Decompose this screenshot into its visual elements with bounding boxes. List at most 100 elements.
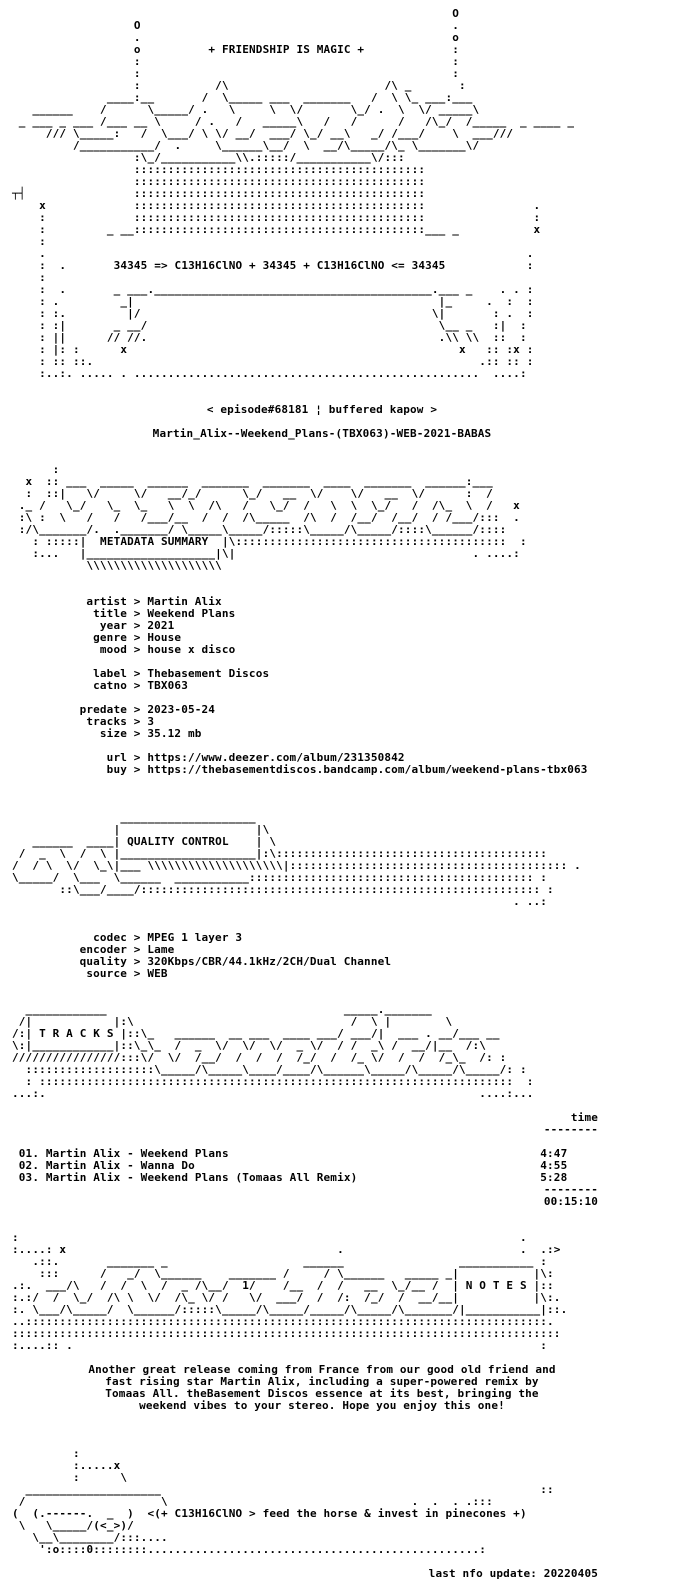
notes-line: fast rising star Martin Alix, including … [105, 1375, 539, 1388]
field-value: 320Kbps/CBR/44.1kHz/2CH/Dual Channel [147, 955, 392, 968]
tracks-art-line: ...:. ....:... [12, 1087, 534, 1100]
field-value: WEB [147, 967, 168, 980]
field-separator: > [127, 727, 148, 740]
header-art-line: ┬┤ :::::::::::::::::::::::::::::::::::::… [12, 187, 426, 200]
field-separator: > [127, 679, 148, 692]
field-encoder: encoder > Lame [12, 944, 680, 956]
header-art-line: : ::::::::::::::::::::::::::::::::::::::… [12, 211, 541, 224]
tracks-art-line: :::::::::::::::::::\_____/\_____\____/__… [12, 1063, 527, 1076]
header-art-line: _ ___ _ ___ /___ __ \ / . / _____\ / / /… [12, 115, 575, 128]
header-art-line: ______ / \_____/ . \ \ \/ \_/ . \ \/ ___… [12, 103, 480, 116]
field-value: 35.12 mb [147, 727, 202, 740]
field-predate: predate > 2023-05-24 [12, 704, 680, 716]
field-key: genre [93, 631, 127, 644]
header-art-line: : . _ ___.______________________________… [12, 283, 534, 296]
header-art-line: /___________/ . \______\__/ \ __/\_____/… [12, 139, 480, 152]
field-quality: quality > 320Kbps/CBR/44.1kHz/2CH/Dual C… [12, 956, 680, 968]
field-value[interactable]: https://www.deezer.com/album/231350842 [147, 751, 405, 764]
header-art-line: ____:__ / \_____ ___ _______ / \ \_ ___:… [12, 91, 473, 104]
field-value: Thebasement Discos [147, 667, 270, 680]
footer-art-line: \ \_____/(<_>)/ [12, 1519, 134, 1532]
track-title: 03. Martin Alix - Weekend Plans (Tomaas … [12, 1171, 541, 1184]
field-separator: > [127, 703, 148, 716]
track-title: 02. Martin Alix - Wanna Do [12, 1159, 541, 1172]
footer-art-line: : \ [12, 1471, 128, 1484]
footer-art-line: :.....x [12, 1459, 121, 1472]
field-value: TBX063 [147, 679, 188, 692]
footer-art-line: : [12, 1447, 80, 1460]
quality-art-line: ______ ____| QUALITY CONTROL | \ [12, 835, 277, 848]
tracks-art-line: ____________ _____._______ [12, 1003, 432, 1016]
field-value: MPEG 1 layer 3 [147, 931, 243, 944]
header-art-line: : :. |/ \| : . : [12, 307, 534, 320]
field-key: tracks [86, 715, 127, 728]
field-value: 2021 [147, 619, 175, 632]
notes-line: Tomaas All. theBasement Discos essence a… [105, 1387, 539, 1400]
notes-art-line: : . [12, 1231, 527, 1244]
header-art-line: : . 34345 => C13H16ClNO + 34345 + C13H16… [12, 259, 534, 272]
field-key: predate [79, 703, 127, 716]
notes-art-line: :....: x . . .:> [12, 1243, 561, 1256]
header-art-line: : : [12, 67, 459, 80]
field-title: title > Weekend Plans [12, 608, 680, 620]
metadata-art-line: ._ / \_/ \_ \_ \ \ /\ / \_/ / \ \ \_/ / … [12, 499, 520, 512]
footer-art-line: / \ . . . .::: [12, 1495, 493, 1508]
header-art-line: : [12, 235, 46, 248]
quality-art-line: / _ \ / \ |____________________|:\::::::… [12, 847, 548, 860]
header-art-line: :..:. ..... . ..........................… [12, 367, 527, 380]
header-art-line: . . [12, 247, 534, 260]
field-value: 2023-05-24 [147, 703, 216, 716]
field-tracks: tracks > 3 [12, 716, 680, 728]
notes-text: Another great release coming from France… [12, 1364, 680, 1412]
quality-art-line: \_____/ \___ \______ ___________::::::::… [12, 871, 548, 884]
tracks-art-line: /| |:\ / \ | \ [12, 1015, 453, 1028]
field-value: House [147, 631, 182, 644]
header-art-line: :\_/___________\\.:::::/___________\/::: [12, 151, 405, 164]
header-art-line: : : [12, 55, 459, 68]
quality-section-art: ____________________ | |\ ______ ____| Q… [12, 812, 680, 908]
field-source: source > WEB [12, 968, 680, 980]
metadata-art-line: :\ : \ / / /___/__ / / /\_____ /\ / /__/… [12, 511, 520, 524]
field-value: house x disco [147, 643, 236, 656]
last-update: last nfo update: 20220405 [428, 1567, 598, 1580]
footer-art-line: ( (.------. _ ) <(+ C13H16ClNO > feed th… [12, 1507, 527, 1520]
header-art-line: : /\ /\ _ : [12, 79, 466, 92]
field-separator: > [127, 619, 148, 632]
field-artist: artist > Martin Alix [12, 596, 680, 608]
field-key: label [93, 667, 127, 680]
notes-art-line: :. \___/\_____/ \______/:::::\_____/\___… [12, 1303, 568, 1316]
field-value[interactable]: https://thebasementdiscos.bandcamp.com/a… [147, 763, 588, 776]
episode-line: < episode#68181 ¦ buffered kapow > [206, 403, 438, 416]
field-separator: > [127, 595, 148, 608]
field-key: mood [99, 643, 127, 656]
field-url: url > https://www.deezer.com/album/23135… [12, 752, 680, 764]
field-value: Weekend Plans [147, 607, 236, 620]
notes-art-line: ::::::::::::::::::::::::::::::::::::::::… [12, 1327, 561, 1340]
tracks-art-line: \:|____________|::\_\_ / _ \/ \/ \/ _ \/… [12, 1039, 487, 1052]
time-header-rule: -------- [543, 1123, 598, 1136]
field-separator: > [127, 931, 148, 944]
field-key: source [86, 967, 127, 980]
field-value: 3 [147, 715, 155, 728]
notes-line: Another great release coming from France… [88, 1363, 556, 1376]
notes-art-line: ..::::::::::::::::::::::::::::::::::::::… [12, 1315, 554, 1328]
time-header: time [570, 1111, 598, 1124]
header-art-line: O [12, 7, 459, 20]
field-key: codec [93, 931, 127, 944]
quality-art-line: | |\ [12, 823, 270, 836]
quality-art-line: . ..: [12, 895, 548, 908]
notes-art-line: .::. _______ _ ______ ___________ : [12, 1255, 548, 1268]
field-size: size > 35.12 mb [12, 728, 680, 740]
header-art-line: /// \_____: / \___/ \ \/ __/ ___/ \_/ __… [12, 127, 514, 140]
field-key: size [99, 727, 127, 740]
metadata-section-art: : x :: ___ _____ ______ _______ _______ … [12, 464, 680, 572]
header-art-line: : |: : x x :: :x : [12, 343, 534, 356]
field-genre: genre > House [12, 632, 680, 644]
metadata-art-line: \\\\\\\\\\\\\\\\\\\\ [12, 559, 222, 572]
metadata-art-line: :/\_______/. ._______/ \_____\_____/::::… [12, 523, 507, 536]
field-separator: > [127, 751, 148, 764]
header-art-line: : _ __::::::::::::::::::::::::::::::::::… [12, 223, 541, 236]
metadata-art-line: : ::| \/ \/ __/_/ \_/ __ \/ \/ __ \/ : / [12, 487, 493, 500]
field-separator: > [127, 643, 148, 656]
header-art-line: : :| _ __/ \__ _ :| : [12, 319, 527, 332]
